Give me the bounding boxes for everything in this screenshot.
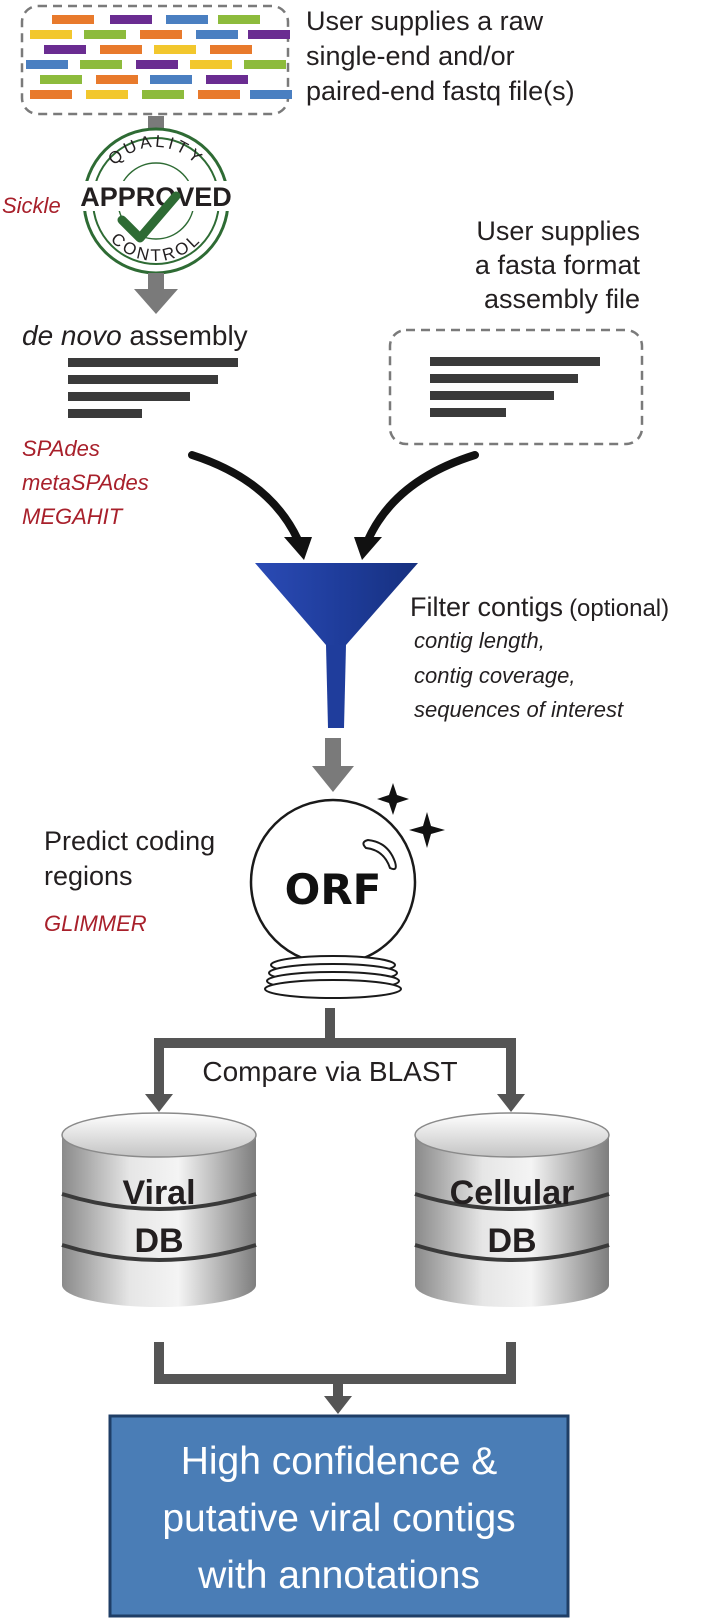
blast-connector-icon: [145, 1008, 525, 1112]
viral-db-label-line-2: DB: [134, 1222, 183, 1260]
filter-title: Filter contigs(optional): [410, 592, 669, 622]
checkmark-icon: [117, 191, 181, 243]
read-bar: [110, 15, 152, 24]
filter-criteria-1: contig length,: [414, 628, 545, 653]
read-bar: [196, 30, 238, 39]
read-bar: [250, 90, 292, 99]
read-bar: [86, 90, 128, 99]
read-bar: [244, 60, 286, 69]
read-bar: [210, 45, 252, 54]
sparkle-icon: [377, 783, 445, 848]
merge-arrows-icon: [188, 451, 479, 560]
result-line-3: with annotations: [197, 1554, 480, 1597]
cellular-db-label-line-1: Cellular: [450, 1174, 575, 1212]
cellular-db-label-line-2: DB: [487, 1222, 536, 1260]
assembly-tool-1: SPAdes: [22, 436, 100, 461]
filter-funnel-icon: [255, 563, 418, 728]
fasta-text-line-3: assembly file: [484, 284, 640, 314]
fasta-text-line-1: User supplies: [476, 216, 640, 246]
assembled-contigs-icon: [68, 358, 238, 418]
results-connector-icon: [154, 1342, 516, 1414]
viral-db-icon: [61, 1112, 257, 1307]
read-bar: [248, 30, 290, 39]
read-bar: [26, 60, 68, 69]
read-bar: [218, 15, 260, 24]
result-line-2: putative viral contigs: [162, 1497, 515, 1540]
fasta-text-line-2: a fasta format: [475, 250, 641, 280]
qc-to-assembly-arrow-icon: [134, 273, 178, 314]
orf-title-line-2: regions: [44, 861, 133, 891]
qc-tool-label: Sickle: [2, 193, 61, 218]
stamp-approved-text: APPROVED: [80, 182, 232, 212]
read-bar: [84, 30, 126, 39]
cellular-db-icon: [414, 1112, 610, 1307]
read-bar: [206, 75, 248, 84]
filter-criteria-2: contig coverage,: [414, 663, 575, 688]
crystal-ball-icon: ORF: [249, 798, 417, 999]
assembly-tool-3: MEGAHIT: [22, 504, 124, 529]
read-bar: [40, 75, 82, 84]
read-bar: [150, 75, 192, 84]
raw-reads-box: [20, 4, 292, 116]
read-bar: [100, 45, 142, 54]
read-bar: [80, 60, 122, 69]
assembly-title: de novo assembly: [22, 320, 248, 351]
assembly-tool-2: metaSPAdes: [22, 470, 149, 495]
raw-reads-text-line-2: single-end and/or: [306, 41, 515, 71]
read-bar: [96, 75, 138, 84]
orf-orb-label: ORF: [285, 865, 382, 914]
viral-db-label-line-1: Viral: [122, 1174, 195, 1212]
fasta-file-box: [388, 328, 644, 446]
read-bar: [30, 90, 72, 99]
filter-criteria-3: sequences of interest: [414, 697, 624, 722]
read-bar: [198, 90, 240, 99]
read-bar: [52, 15, 94, 24]
read-bar: [136, 60, 178, 69]
read-bar: [166, 15, 208, 24]
blast-label: Compare via BLAST: [202, 1056, 457, 1087]
read-bar: [190, 60, 232, 69]
sequencing-reads-icon: [26, 15, 292, 99]
raw-reads-text-line-1: User supplies a raw: [306, 6, 544, 36]
orf-title-line-1: Predict coding: [44, 826, 215, 856]
result-line-1: High confidence &: [181, 1440, 498, 1483]
raw-reads-text-line-3: paired-end fastq file(s): [306, 76, 575, 106]
read-bar: [44, 45, 86, 54]
read-bar: [142, 90, 184, 99]
filter-to-orf-arrow-icon: [312, 738, 354, 792]
read-bar: [140, 30, 182, 39]
quality-control-stamp-icon: QUALITY CONTROL APPROVED: [78, 127, 234, 275]
result-box: [108, 1414, 570, 1618]
read-bar: [30, 30, 72, 39]
orf-tool-label: GLIMMER: [44, 911, 147, 936]
read-bar: [154, 45, 196, 54]
